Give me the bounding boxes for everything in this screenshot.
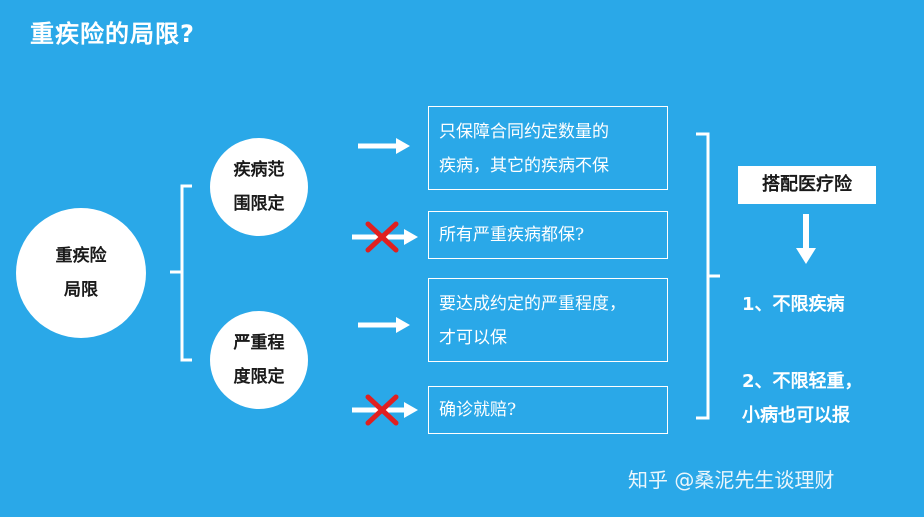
- severity-fact-line1: 要达成约定的严重程度，: [439, 294, 626, 314]
- solution-point-2-line1: 2、不限轻重，: [742, 371, 863, 392]
- solution-box: 搭配医疗险: [738, 166, 876, 204]
- solution-point-2-line2: 小病也可以报: [742, 405, 850, 426]
- page-title: 重疾险的局限?: [30, 20, 195, 48]
- cross-icon-scope: [365, 221, 399, 253]
- scope-myth-box: 所有严重疾病都保?: [428, 211, 668, 259]
- down-arrow: [796, 214, 816, 264]
- left-bracket: [170, 184, 192, 362]
- right-bracket: [696, 132, 720, 420]
- scope-node: 疾病范 围限定: [210, 138, 308, 236]
- severity-node-line2: 度限定: [233, 367, 285, 387]
- arrow-scope-fact: [358, 138, 410, 154]
- solution-point-2: 2、不限轻重， 小病也可以报: [742, 365, 863, 433]
- arrow-severity-fact: [358, 317, 410, 333]
- severity-myth-text: 确诊就赔?: [439, 400, 517, 420]
- severity-node: 严重程 度限定: [210, 311, 308, 409]
- scope-myth-text: 所有严重疾病都保?: [439, 225, 585, 245]
- scope-fact-line2: 疾病，其它的疾病不保: [439, 156, 609, 176]
- solution-point-1: 1、不限疾病: [742, 294, 845, 315]
- main-node-line1: 重疾险: [55, 246, 107, 266]
- main-node: 重疾险 局限: [16, 208, 146, 338]
- scope-node-line1: 疾病范: [233, 160, 285, 180]
- cross-icon-severity: [365, 394, 399, 426]
- scope-fact-box: 只保障合同约定数量的 疾病，其它的疾病不保: [428, 106, 668, 190]
- severity-myth-box: 确诊就赔?: [428, 386, 668, 434]
- watermark: 知乎 @桑泥先生谈理财: [628, 468, 835, 492]
- severity-node-line1: 严重程: [233, 333, 285, 353]
- scope-fact-line1: 只保障合同约定数量的: [439, 122, 609, 142]
- main-node-line2: 局限: [64, 280, 98, 300]
- severity-fact-line2: 才可以保: [439, 328, 507, 348]
- scope-node-line2: 围限定: [233, 194, 285, 214]
- severity-fact-box: 要达成约定的严重程度， 才可以保: [428, 278, 668, 362]
